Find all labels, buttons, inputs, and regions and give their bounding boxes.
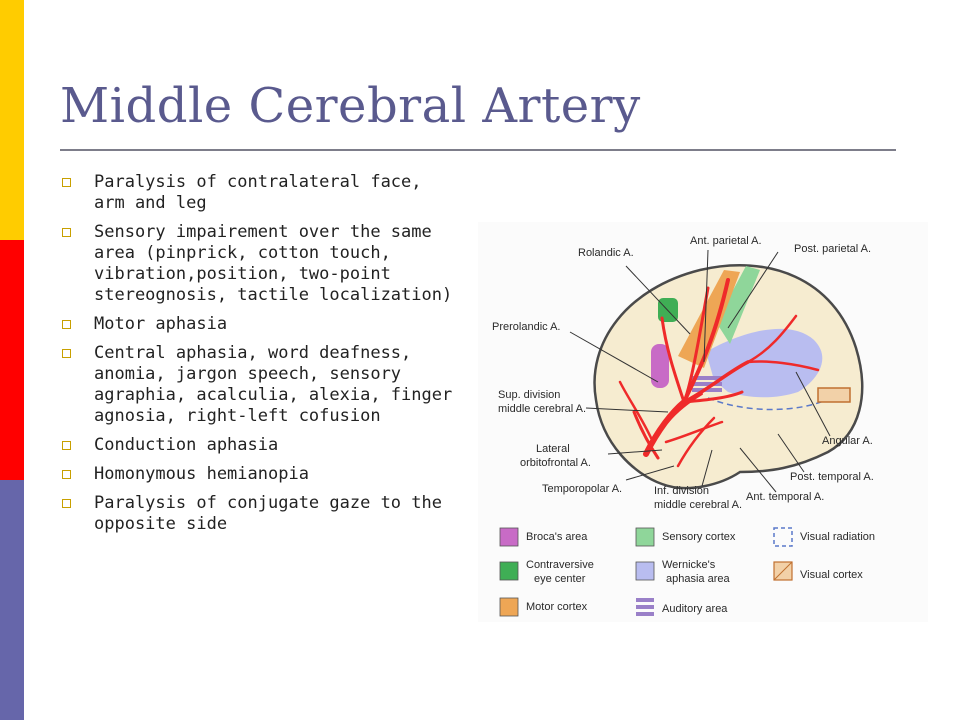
mca-territory-diagram: Rolandic A. Ant. parietal A. Post. parie…: [478, 222, 928, 622]
legend-wernicke: Wernicke's: [662, 559, 716, 571]
bullet-text: Homonymous hemianopia: [94, 464, 309, 484]
label-angular: Angular A.: [822, 435, 873, 447]
label-lateral-1: Lateral: [536, 443, 570, 455]
diagram-legend: Broca's area Sensory cortex Visual radia…: [499, 527, 875, 617]
bullet-item: Paralysis of contralateral face, arm and…: [62, 172, 462, 214]
brain-illustration: Rolandic A. Ant. parietal A. Post. parie…: [492, 235, 875, 617]
legend-auditory-swatch: [636, 598, 654, 616]
mca-branches: [618, 278, 820, 468]
wernicke-area: [706, 328, 823, 398]
label-inf-division-2: middle cerebral A.: [654, 499, 742, 511]
accent-bar-red: [0, 240, 24, 480]
legend-sensory: Sensory cortex: [662, 531, 736, 543]
accent-bar-purple: [0, 480, 24, 720]
bullet-item: Paralysis of conjugate gaze to the oppos…: [62, 493, 462, 535]
accent-bar-yellow: [0, 0, 24, 240]
leader-lines: [569, 249, 831, 493]
label-temporopolar: Temporopolar A.: [542, 483, 622, 495]
bullet-text: Paralysis of contralateral face, arm and…: [94, 172, 422, 213]
legend-visual-radiation: Visual radiation: [800, 531, 875, 543]
bullet-text: Sensory impairement over the same area (…: [94, 222, 453, 305]
square-bullet-icon: [62, 470, 71, 479]
sensory-cortex: [716, 266, 760, 344]
legend-motor: Motor cortex: [526, 601, 588, 613]
label-post-parietal: Post. parietal A.: [794, 243, 871, 255]
bullet-text: Central aphasia, word deafness, anomia, …: [94, 343, 453, 426]
bullet-text: Conduction aphasia: [94, 435, 279, 455]
bullet-item: Sensory impairement over the same area (…: [62, 222, 462, 306]
legend-visual-cortex: Visual cortex: [800, 569, 863, 581]
label-ant-temporal: Ant. temporal A.: [746, 491, 824, 503]
bullet-item: Conduction aphasia: [62, 435, 462, 456]
title-divider: [60, 149, 896, 151]
visual-cortex: [817, 387, 851, 403]
bullet-item: Homonymous hemianopia: [62, 464, 462, 485]
legend-broca: Broca's area: [526, 531, 588, 543]
label-lateral-2: orbitofrontal A.: [520, 457, 591, 469]
label-sup-division-2: middle cerebral A.: [498, 403, 586, 415]
label-prerolandic: Prerolandic A.: [492, 321, 560, 333]
broca-area: [651, 344, 669, 388]
bullet-list: Paralysis of contralateral face, arm and…: [62, 172, 462, 543]
square-bullet-icon: [62, 178, 71, 187]
legend-wernicke-2: aphasia area: [666, 573, 730, 585]
label-ant-parietal: Ant. parietal A.: [690, 235, 762, 247]
legend-contraversive-2: eye center: [534, 573, 586, 585]
label-inf-division-1: Inf. division: [654, 485, 709, 497]
square-bullet-icon: [62, 349, 71, 358]
label-rolandic: Rolandic A.: [578, 247, 634, 259]
bullet-item: Motor aphasia: [62, 314, 462, 335]
bullet-text: Paralysis of conjugate gaze to the oppos…: [94, 493, 442, 534]
square-bullet-icon: [62, 320, 71, 329]
legend-auditory: Auditory area: [662, 603, 728, 615]
slide-title: Middle Cerebral Artery: [60, 78, 641, 134]
legend-contraversive: Contraversive: [526, 559, 594, 571]
square-bullet-icon: [62, 441, 71, 450]
square-bullet-icon: [62, 499, 71, 508]
visual-radiation: [707, 397, 827, 411]
label-sup-division-1: Sup. division: [498, 389, 560, 401]
label-post-temporal: Post. temporal A.: [790, 471, 874, 483]
square-bullet-icon: [62, 228, 71, 237]
bullet-text: Motor aphasia: [94, 314, 228, 334]
bullet-item: Central aphasia, word deafness, anomia, …: [62, 343, 462, 427]
